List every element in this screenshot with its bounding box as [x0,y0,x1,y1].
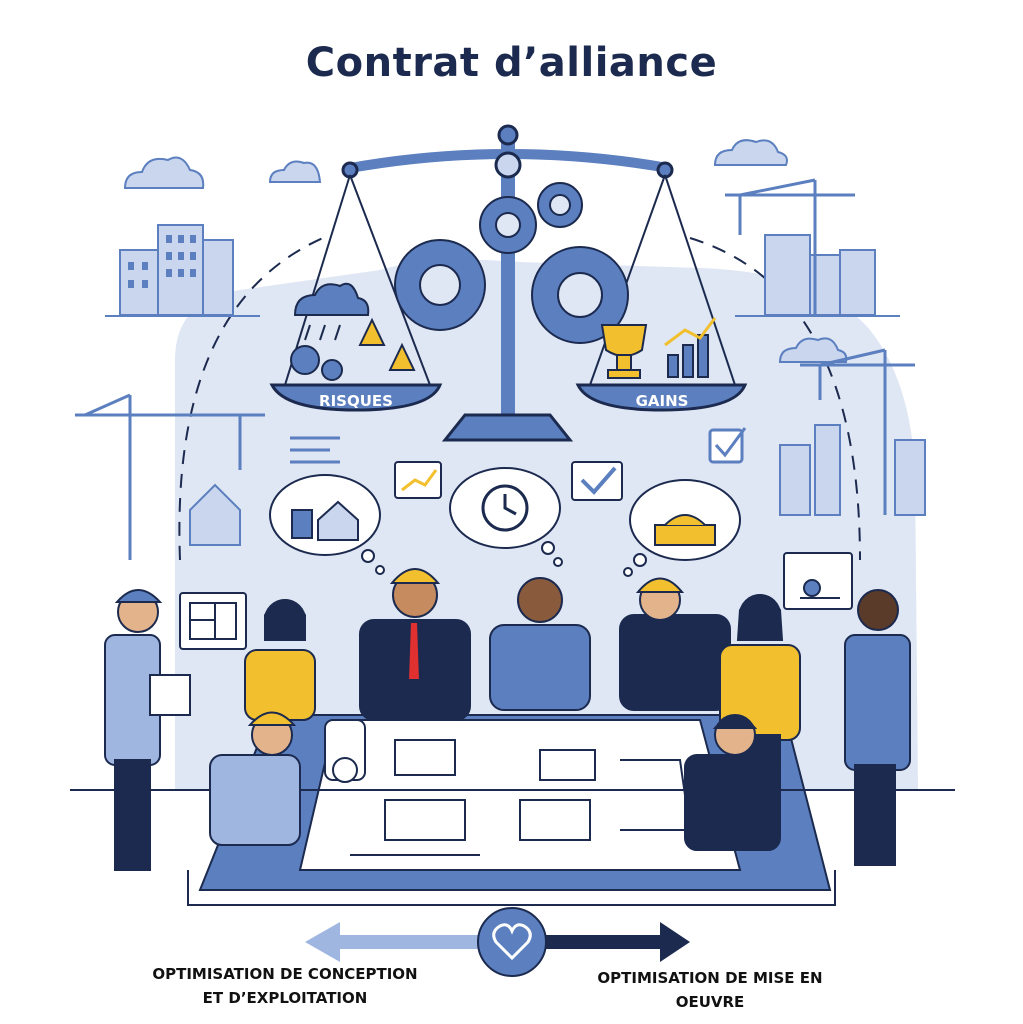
city-skyline-right [735,234,900,317]
heart-badge-icon [477,907,547,977]
city-skyline-right-lower [779,424,926,516]
warning-icon [358,317,416,371]
thought-bubble-center [449,467,563,567]
caption-right-line1: OPTIMISATION DE MISE EN [597,969,823,987]
check-bubble-icon [571,461,623,501]
caption-left: OPTIMISATION DE CONCEPTION ET D’EXPLOITA… [120,962,450,1010]
blueprint-lines [350,739,692,856]
crane-icon [800,348,915,515]
crane-icon [75,393,265,560]
risks-label: RISQUES [319,392,393,410]
blueprint-bubble-icon [179,592,247,650]
gear-icon [394,239,486,331]
left-arrow-icon [305,922,480,962]
tools-bubble-icon [783,552,853,610]
balance-scale [269,124,748,442]
person-suit-center [489,577,591,711]
cloud-icon [268,160,322,183]
person-suit-red-tie [359,568,471,721]
person-right-standing [844,589,911,866]
caption-left-line2: ET D’EXPLOITATION [202,989,368,1007]
small-gear-icon [290,345,343,381]
right-arrow-icon [545,922,690,962]
caption-right: OPTIMISATION DE MISE EN OEUVRE [560,966,860,1014]
cloud-icon [713,139,788,166]
storm-cloud-icon [293,282,370,341]
bottom-bracket-line [187,870,836,906]
person-engineer-seated-left [209,711,301,846]
person-woman-yellow-left [244,599,316,721]
caption-right-line2: OEUVRE [675,993,745,1011]
crane-icon [725,178,855,316]
house-icon [189,483,241,546]
cloud-icon [123,156,205,189]
person-engineer-left [104,589,191,871]
thought-bubble-right [623,479,741,577]
cloud-icon [778,337,848,363]
gear-icon [531,246,629,344]
person-seated-right [684,714,781,851]
rolled-blueprint [324,719,366,783]
gains-label: GAINS [635,392,689,410]
gear-icon [479,196,537,254]
growth-chart-icon [664,317,717,378]
city-skyline-left [105,224,260,317]
document-lines-icon [290,436,340,464]
chart-bubble-icon [394,461,442,499]
dashed-guide-left [178,234,331,561]
page-title: Contrat d’alliance [305,40,718,86]
caption-left-line1: OPTIMISATION DE CONCEPTION [152,965,418,983]
blueprint-sheet [298,719,742,871]
building-windows-left [128,235,196,288]
checkbox-icon [708,427,747,464]
thought-bubble-left [269,474,385,575]
gear-icon [537,182,583,228]
trophy-icon [600,324,648,379]
